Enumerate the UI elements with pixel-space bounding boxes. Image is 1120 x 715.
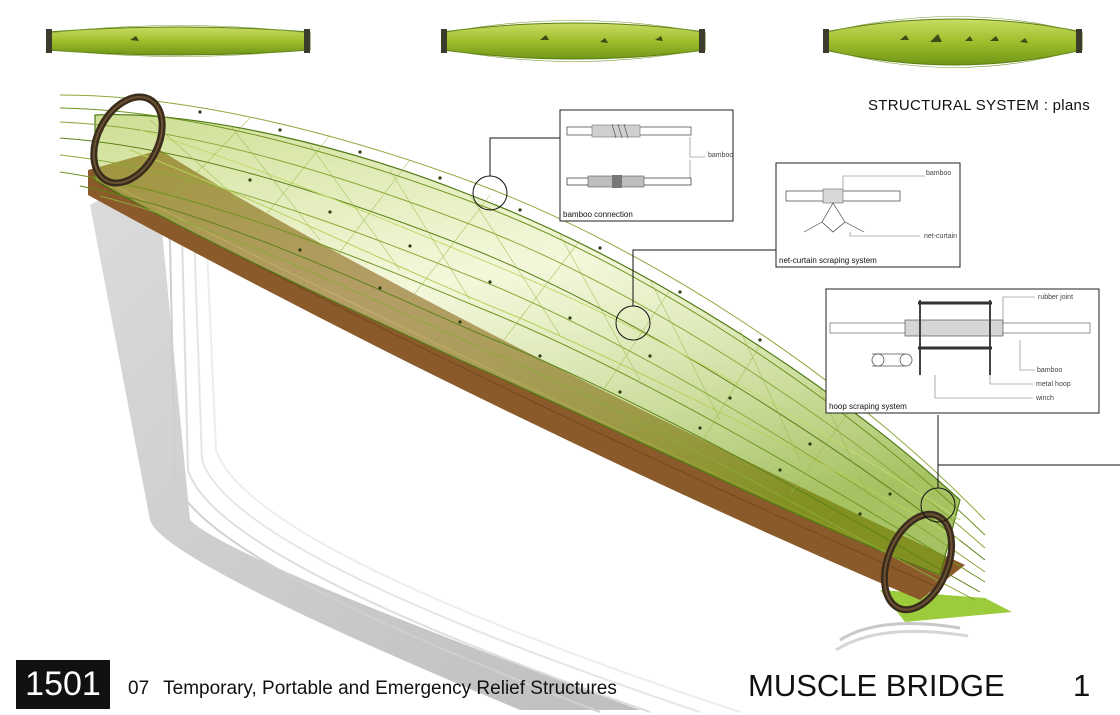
label-bamboo-3: bamboo — [1037, 367, 1062, 374]
plan-view-3 — [823, 16, 1083, 68]
joint-dots — [198, 110, 892, 516]
label-metal-hoop: metal hoop — [1036, 381, 1071, 388]
label-rubber-joint: rubber joint — [1038, 294, 1073, 301]
category-line: 07 Temporary, Portable and Emergency Reli… — [128, 678, 617, 700]
net-curtain-lines — [149, 117, 871, 501]
caption-net-curtain: net-curtain scraping system — [779, 256, 877, 265]
callout-leaders — [472, 137, 1120, 523]
end-ring-left — [90, 93, 166, 187]
label-bamboo: bamboo — [708, 152, 733, 159]
caption-bamboo-connection: bamboo connection — [563, 210, 633, 219]
callout-bamboo-connection: bamboo bamboo connection — [559, 109, 734, 222]
project-id-badge: 1501 — [16, 660, 110, 709]
plan-view-2 — [441, 20, 706, 62]
project-title: MUSCLE BRIDGE — [748, 668, 1005, 703]
plan-view-1 — [46, 25, 311, 57]
callout-hoop: rubber joint bamboo metal hoop winch hoo… — [825, 288, 1100, 414]
label-net-curtain: net-curtain — [924, 233, 957, 240]
label-bamboo-2: bamboo — [926, 170, 951, 177]
bamboo-members — [59, 94, 986, 601]
caption-hoop: hoop scraping system — [829, 402, 907, 411]
callout-net-curtain: bamboo net-curtain net-curtain scraping … — [775, 162, 961, 268]
category-title: Temporary, Portable and Emergency Relief… — [163, 678, 617, 699]
end-ring-right — [880, 510, 956, 614]
page-number: 1 — [1073, 668, 1091, 703]
label-winch: winch — [1035, 395, 1054, 402]
ground-patch — [880, 590, 1012, 622]
section-heading: STRUCTURAL SYSTEM : plans — [868, 97, 1090, 114]
category-number: 07 — [128, 678, 150, 699]
